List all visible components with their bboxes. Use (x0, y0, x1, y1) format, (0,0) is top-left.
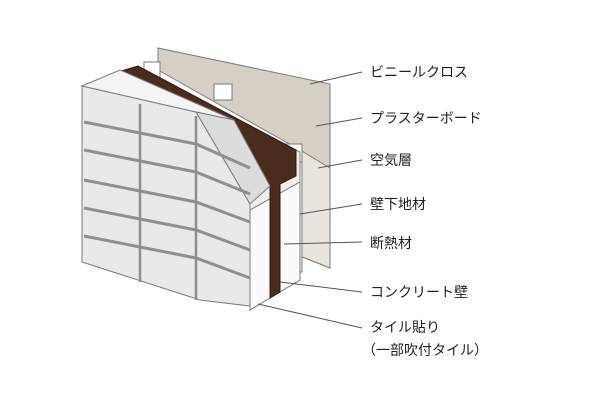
label-tile-note: （一部吹付タイル） (362, 343, 488, 359)
label-air-layer: 空気層 (370, 153, 412, 169)
tile-grout-vertical (138, 104, 198, 300)
label-insulation: 断熱材 (370, 236, 412, 252)
label-plaster-board: プラスターボード (370, 111, 482, 127)
leader-lines (257, 71, 363, 329)
plaster-board-edge (299, 149, 331, 269)
label-vinyl-cloth: ビニールクロス (370, 65, 468, 81)
label-concrete-wall: コンクリート壁 (370, 285, 468, 301)
tile-side (194, 111, 271, 205)
label-base-material: 壁下地材 (370, 197, 426, 213)
label-tile: タイル貼り (370, 320, 440, 336)
